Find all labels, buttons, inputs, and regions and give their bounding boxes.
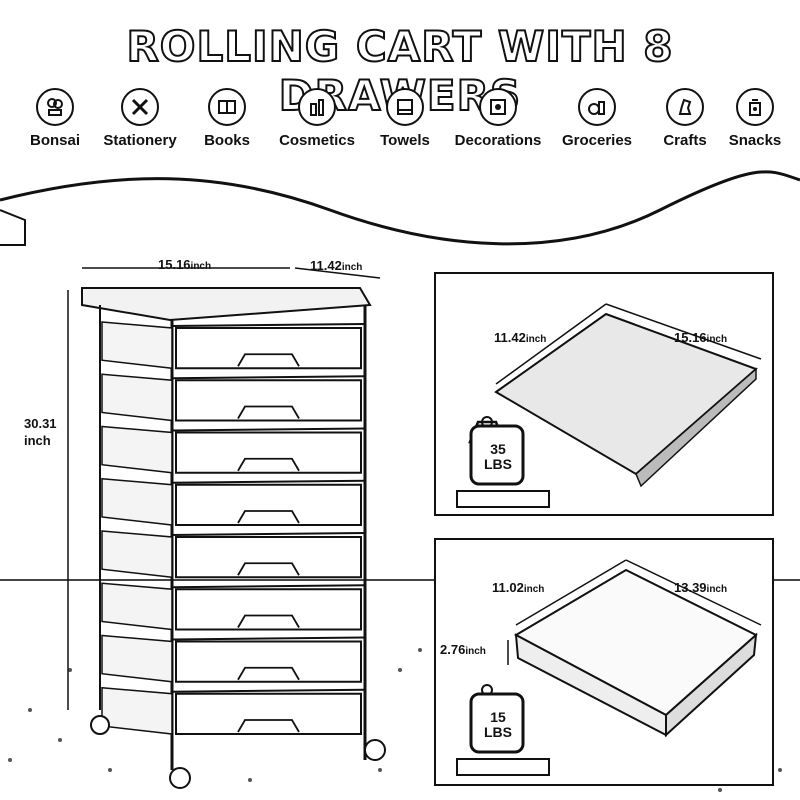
use-label: Towels (380, 132, 430, 149)
top-depth-label: 11.42inch (494, 330, 547, 345)
drawer (101, 530, 366, 579)
depth-dimension-line (294, 267, 381, 279)
drawer-depth-label: 11.02inch (492, 580, 545, 595)
weight-base (456, 758, 550, 776)
use-label: Decorations (454, 132, 542, 149)
decorations-icon (479, 88, 517, 126)
use-item-snacks: Snacks (710, 88, 800, 149)
use-label: Groceries (561, 132, 633, 149)
use-item-decorations: Decorations (453, 88, 543, 149)
groceries-icon (578, 88, 616, 126)
use-item-bonsai: Bonsai (10, 88, 100, 149)
drawer (101, 686, 366, 735)
use-label: Stationery (103, 132, 177, 149)
crafts-icon (666, 88, 704, 126)
caster-wheel (90, 715, 110, 735)
drawer (101, 373, 366, 422)
drawer (101, 321, 366, 370)
drawer-stack (101, 321, 366, 735)
weight-base (456, 490, 550, 508)
cart-depth-label: 11.42inch (310, 258, 363, 273)
use-label: Crafts (663, 132, 707, 149)
use-label: Books (204, 132, 250, 149)
drawer (101, 582, 366, 631)
use-item-groceries: Groceries (552, 88, 642, 149)
cart-width-label: 15.16inch (158, 257, 212, 272)
drawer-height-label: 2.76inch (440, 642, 486, 657)
drawer (101, 425, 366, 474)
use-label: Cosmetics (279, 132, 355, 149)
drawer-width-label: 13.39inch (674, 580, 728, 595)
cosmetics-icon (298, 88, 336, 126)
drawer-drawing (469, 559, 762, 754)
top-width-label: 15.16inch (674, 330, 728, 345)
bonsai-icon (36, 88, 74, 126)
use-item-towels: Towels (360, 88, 450, 149)
cart-top-board (81, 287, 372, 322)
top-board-drawing (468, 303, 762, 488)
use-item-cosmetics: Cosmetics (272, 88, 362, 149)
use-label: Bonsai (29, 132, 80, 149)
cart-illustration (67, 267, 386, 789)
use-cases-row: Bonsai Stationery Books Cosmetics Towels… (10, 88, 790, 158)
books-icon (208, 88, 246, 126)
stationery-icon (121, 88, 159, 126)
drawer (101, 477, 366, 526)
drawer (101, 634, 366, 683)
use-item-crafts: Crafts (640, 88, 730, 149)
use-item-stationery: Stationery (95, 88, 185, 149)
towels-icon (386, 88, 424, 126)
caster-wheel (169, 767, 191, 789)
caster-wheel (364, 739, 386, 761)
snacks-icon (736, 88, 774, 126)
use-item-books: Books (182, 88, 272, 149)
use-label: Snacks (728, 132, 782, 149)
